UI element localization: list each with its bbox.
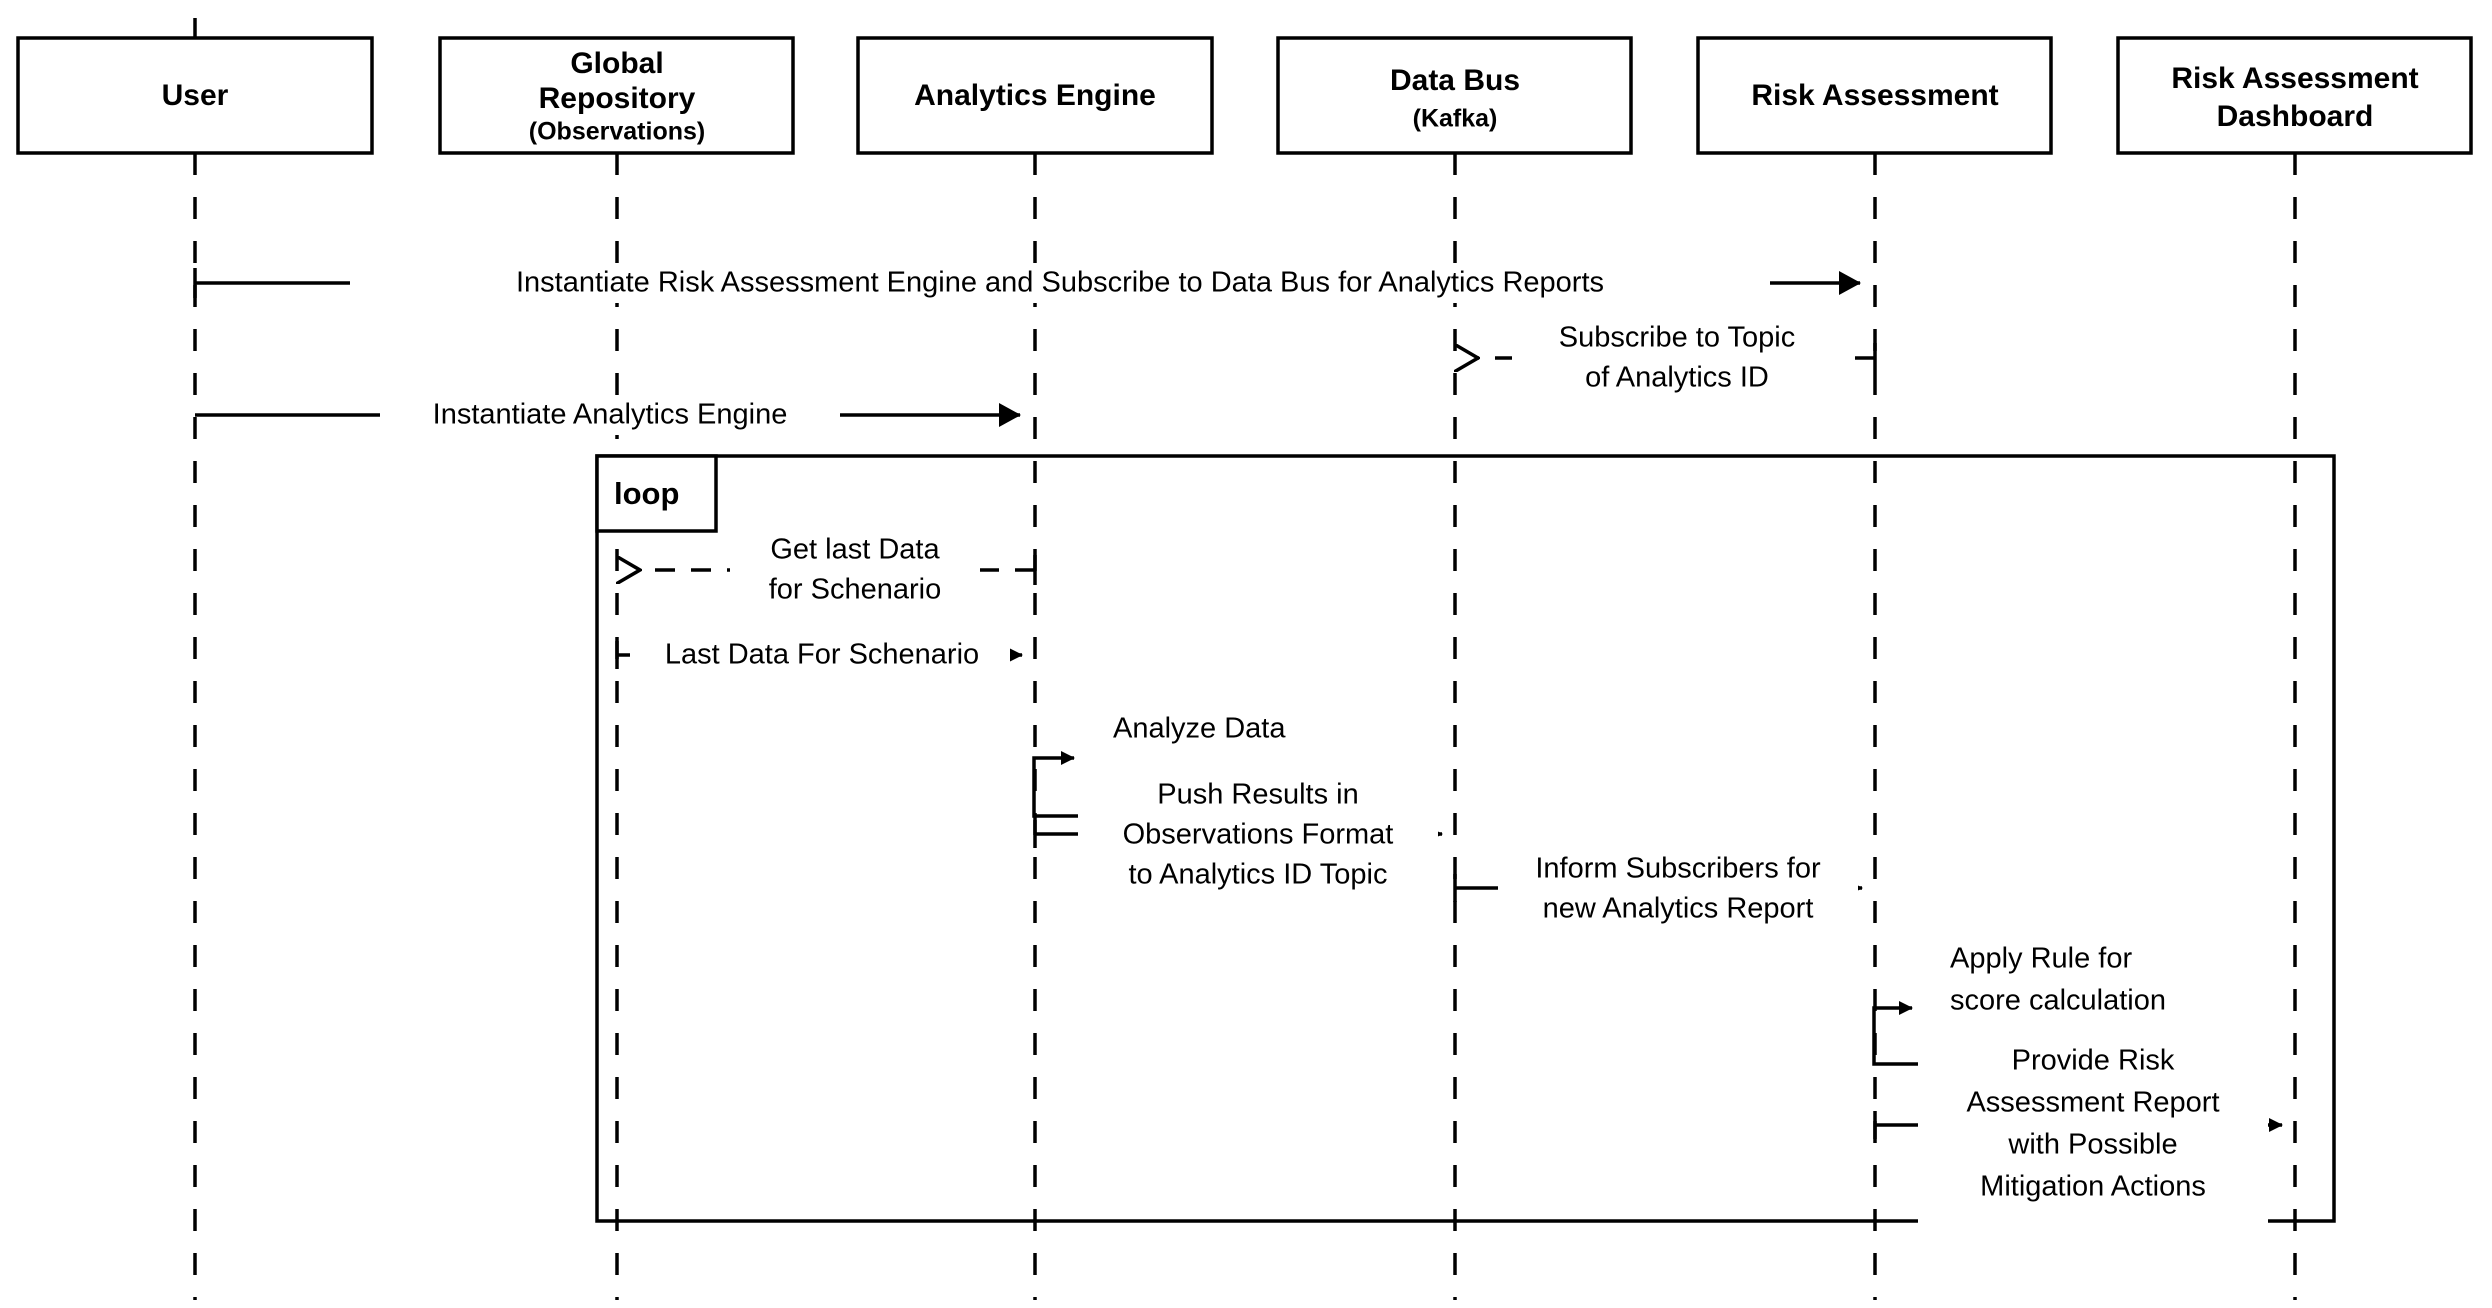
message-label-line2: new Analytics Report — [1543, 893, 1814, 925]
lifeline-label-risk-assessment-dashboard-line1: Risk Assessment — [2171, 62, 2418, 95]
label-backdrop — [630, 637, 1010, 675]
message-label-line1: Push Results in — [1157, 779, 1359, 811]
message-label: Analyze Data — [1113, 713, 1286, 745]
message-subscribe-to-topic[interactable]: Subscribe to Topic of Analytics ID — [1478, 318, 1877, 400]
message-analyze-data[interactable]: Analyze Data — [1032, 713, 1286, 818]
lifeline-box-global-repository[interactable] — [438, 36, 795, 155]
label-backdrop — [1078, 780, 1438, 902]
loop-fragment[interactable]: loop — [595, 454, 2336, 1223]
message-label-line3: with Possible — [2007, 1129, 2177, 1161]
lifeline-label-global-repository-line1: Global — [570, 47, 663, 80]
lifeline-header-data-bus[interactable]: Data Bus (Kafka) — [1276, 36, 1633, 155]
message-get-last-data[interactable]: Get last Data for Schenario — [640, 530, 1037, 612]
lifeline-header-analytics-engine[interactable]: Analytics Engine — [856, 36, 1214, 155]
message-label-line1: Subscribe to Topic — [1559, 322, 1795, 354]
message-push-results[interactable]: Push Results in Observations Format to A… — [1033, 779, 1443, 902]
message-self-loop-path — [1032, 751, 1089, 818]
label-backdrop — [1498, 852, 1858, 934]
lifeline-header-user[interactable]: User — [16, 18, 374, 155]
label-backdrop — [380, 397, 840, 435]
message-label: Instantiate Analytics Engine — [433, 399, 788, 431]
message-label-line4: Mitigation Actions — [1980, 1171, 2206, 1203]
lifeline-sublabel-data-bus: (Kafka) — [1413, 105, 1498, 133]
lifeline-label-analytics-engine: Analytics Engine — [914, 79, 1156, 112]
label-backdrop — [1918, 1032, 2268, 1234]
lifeline-box-risk-assessment[interactable] — [1696, 36, 2053, 155]
lifeline-label-risk-assessment-dashboard-line2: Dashboard — [2217, 100, 2374, 133]
message-apply-rule[interactable]: Apply Rule for score calculation — [1872, 943, 2166, 1066]
lifeline-headers: User Global Repository (Observations) An… — [16, 18, 2473, 155]
label-backdrop — [1512, 318, 1842, 400]
lifeline-header-global-repository[interactable]: Global Repository (Observations) — [438, 36, 795, 155]
lifeline-label-data-bus: Data Bus — [1390, 64, 1520, 97]
lifeline-box-data-bus[interactable] — [1276, 36, 1633, 155]
message-inform-subscribers[interactable]: Inform Subscribers for new Analytics Rep… — [1453, 852, 1863, 934]
label-backdrop — [730, 530, 980, 612]
message-label-line2: Assessment Report — [1966, 1087, 2219, 1119]
message-instantiate-analytics-engine[interactable]: Instantiate Analytics Engine — [195, 397, 1021, 435]
message-label: Last Data For Schenario — [665, 639, 979, 671]
message-label-line2: score calculation — [1950, 985, 2166, 1017]
lifeline-sublabel-global-repository: (Observations) — [529, 118, 705, 146]
message-label-line2: of Analytics ID — [1585, 362, 1769, 394]
message-instantiate-risk-assessment[interactable]: Instantiate Risk Assessment Engine and S… — [193, 265, 1861, 303]
lifeline-label-user: User — [162, 79, 229, 112]
message-self-loop-path — [1872, 1001, 1927, 1066]
loop-fragment-label: loop — [614, 476, 679, 511]
message-label-line2: for Schenario — [769, 574, 942, 606]
lifeline-label-risk-assessment: Risk Assessment — [1751, 79, 1998, 112]
message-label-line1: Apply Rule for — [1950, 943, 2132, 975]
lifeline-box-risk-assessment-dashboard[interactable] — [2116, 36, 2473, 155]
messages: Instantiate Risk Assessment Engine and S… — [193, 265, 2283, 1234]
message-label: Instantiate Risk Assessment Engine and S… — [516, 267, 1604, 299]
message-provide-risk-report[interactable]: Provide Risk Assessment Report with Poss… — [1873, 1032, 2283, 1234]
loop-fragment-label-box — [595, 454, 718, 533]
message-label-line1: Inform Subscribers for — [1535, 853, 1821, 885]
message-label-line1: Get last Data — [770, 534, 940, 566]
lifeline-label-global-repository-line2: Repository — [539, 82, 696, 115]
label-backdrop — [350, 265, 1770, 303]
loop-fragment-border — [595, 454, 2336, 1223]
message-label-line3: to Analytics ID Topic — [1129, 859, 1388, 891]
lifeline-header-risk-assessment-dashboard[interactable]: Risk Assessment Dashboard — [2116, 36, 2473, 155]
message-last-data-for-schenario[interactable]: Last Data For Schenario — [615, 637, 1023, 675]
lifeline-header-risk-assessment[interactable]: Risk Assessment — [1696, 36, 2053, 155]
message-label-line2: Observations Format — [1123, 819, 1394, 851]
message-label-line1: Provide Risk — [2012, 1045, 2175, 1077]
